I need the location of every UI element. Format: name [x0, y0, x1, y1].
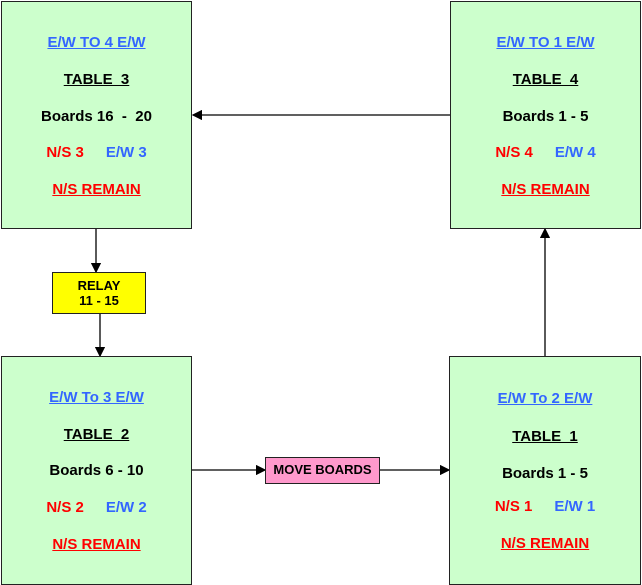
- relay-boards: 11 - 15: [79, 293, 119, 308]
- boards-range: Boards 6 - 10: [49, 462, 144, 479]
- ns-pair: N/S 2: [46, 499, 84, 516]
- table-3-box: E/W TO 4 E/W TABLE 3 Boards 16 - 20 N/S …: [1, 1, 192, 229]
- ns-pair: N/S 1: [494, 498, 533, 515]
- move-boards-box: MOVE BOARDS: [265, 457, 380, 484]
- pairs-row: N/S 1 E/W 1: [450, 498, 640, 515]
- pairs-row: N/S 2 E/W 2: [2, 499, 191, 516]
- relay-label: RELAY: [77, 278, 121, 293]
- ew-move-instruction: E/W TO 1 E/W: [496, 34, 595, 51]
- boards-range: Boards 16 - 20: [41, 108, 152, 125]
- relay-box: RELAY 11 - 15: [52, 272, 146, 314]
- table-4-box: E/W TO 1 E/W TABLE 4 Boards 1 - 5 N/S 4 E…: [450, 1, 641, 229]
- table-1-box: E/W To 2 E/W TABLE 1 Boards 1 - 5 N/S 1 E…: [449, 356, 641, 585]
- move-boards-label: MOVE BOARDS: [273, 462, 372, 477]
- table-title: TABLE 2: [63, 426, 130, 443]
- ew-move-instruction: E/W To 3 E/W: [49, 389, 144, 406]
- ns-remain: N/S REMAIN: [500, 535, 590, 552]
- table-title: TABLE 3: [63, 71, 130, 88]
- ns-pair: N/S 3: [46, 144, 84, 161]
- ew-move-instruction: E/W TO 4 E/W: [47, 34, 146, 51]
- table-title: TABLE 4: [512, 71, 579, 88]
- ns-remain: N/S REMAIN: [501, 181, 590, 198]
- ew-pair: E/W 4: [554, 144, 596, 161]
- ew-pair: E/W 1: [554, 498, 596, 515]
- ns-pair: N/S 4: [495, 144, 533, 161]
- boards-range: Boards 1 - 5: [502, 108, 589, 125]
- boards-range: Boards 1 - 5: [502, 465, 588, 482]
- pairs-row: N/S 3 E/W 3: [2, 144, 191, 161]
- ns-remain: N/S REMAIN: [52, 181, 141, 198]
- ew-move-instruction: E/W To 2 E/W: [497, 390, 593, 407]
- ns-remain: N/S REMAIN: [52, 536, 141, 553]
- table-2-box: E/W To 3 E/W TABLE 2 Boards 6 - 10 N/S 2…: [1, 356, 192, 585]
- ew-pair: E/W 2: [105, 499, 147, 516]
- ew-pair: E/W 3: [105, 144, 147, 161]
- table-title: TABLE 1: [512, 428, 578, 445]
- pairs-row: N/S 4 E/W 4: [451, 144, 640, 161]
